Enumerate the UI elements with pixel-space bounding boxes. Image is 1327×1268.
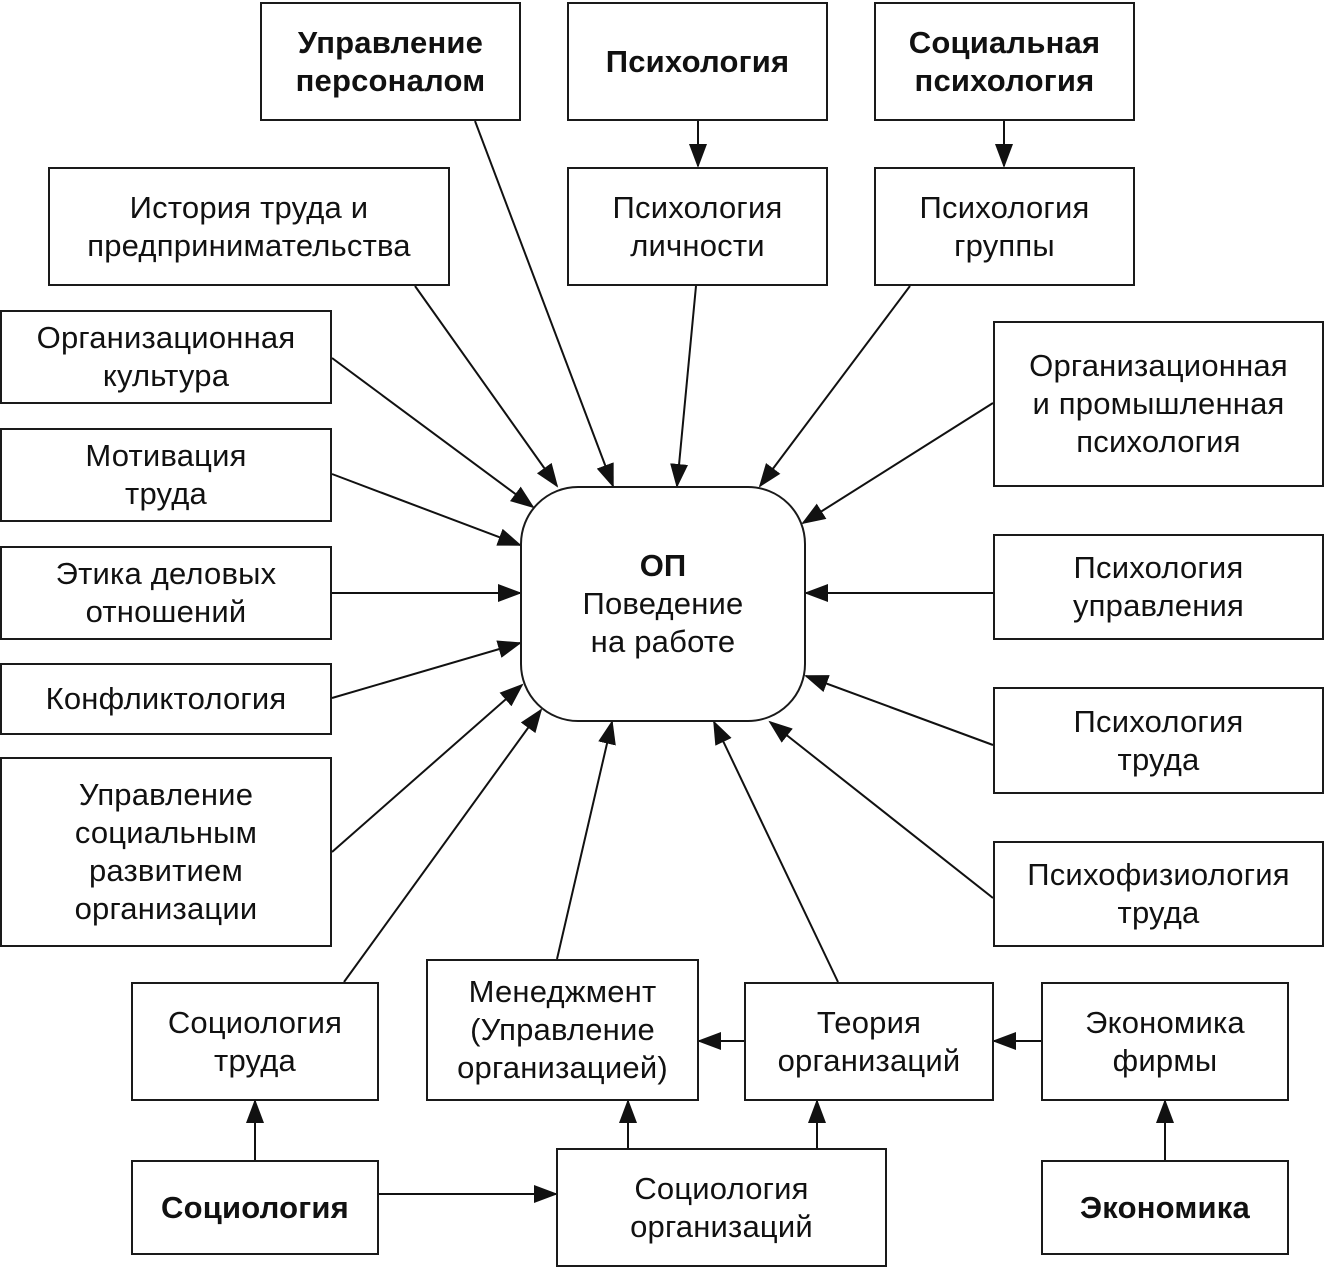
box-label: Социология [161,1189,349,1225]
box-psikhologiya-lichnosti: Психология личности [567,167,828,286]
center-abbr: ОП [639,548,687,583]
box-upravlenie-personalom: Управление персоналом [260,2,521,121]
arrow-istoriya-to-center [414,285,559,488]
arrow-menedzhment-to-center [556,720,616,960]
box-label: Управление персоналом [295,24,486,98]
box-teoriya-organizaciy: Теория организаций [744,982,994,1101]
box-label: Психофизиология труда [1027,857,1290,930]
box-sociologiya-organizaciy: Социология организаций [556,1148,887,1267]
arrow-konflikt-to-center [331,640,522,699]
box-label: Психология [605,43,790,79]
box-etika: Этика деловых отношений [0,546,332,640]
arrow-psikhtruda-to-center [804,675,994,746]
box-psikhologiya: Психология [567,2,828,121]
arrow-upravlenie-personalom-to-center [474,120,614,488]
arrow-psikhofiz-to-center [768,720,994,899]
box-upravlenie-soc-razvitiem: Управление социальным развитием организа… [0,757,332,947]
arrow-soctruda-to-center [343,708,543,983]
box-psikhologiya-gruppy: Психология группы [874,167,1135,286]
box-org-prom-psikhologiya: Организационная и промышленная психологи… [993,321,1324,487]
box-sociologiya-truda: Социология труда [131,982,379,1101]
box-psikhologiya-truda: Психология труда [993,687,1324,794]
box-org-kultura: Организационная культура [0,310,332,404]
box-motivaciya-truda: Мотивация труда [0,428,332,522]
arrow-teoriya-to-center [713,720,839,983]
box-label: Психология труда [1073,703,1244,777]
box-konfliktologiya: Конфликтология [0,663,332,735]
arrow-orgkultura-to-center [331,357,535,509]
box-label: Конфликтология [45,681,287,716]
box-ekonomika: Экономика [1041,1160,1289,1255]
box-label: Психология управления [1072,550,1245,623]
box-ekonomika-firmy: Экономика фирмы [1041,982,1289,1101]
box-psikhologiya-upravleniya: Психология управления [993,534,1324,640]
box-label: Социальная психология [908,24,1101,98]
box-socialnaya-psikhologiya: Социальная психология [874,2,1135,121]
box-label: Экономика [1080,1189,1250,1225]
arrow-lichnosti-to-center [670,285,697,488]
box-label: Экономика фирмы [1085,1004,1245,1078]
box-istoriya-truda: История труда и предпринимательства [48,167,450,286]
box-label: Этика деловых отношений [55,556,277,629]
box-label: Психология группы [919,189,1090,263]
box-label: Теория организаций [777,1004,961,1078]
box-label: Социология труда [167,1004,343,1078]
arrow-orgprom-to-center [801,402,994,525]
box-psikhofiziologiya-truda: Психофизиология труда [993,841,1324,947]
arrow-gruppy-to-center [758,285,911,488]
box-label: Организационная и промышленная психологи… [1029,348,1288,459]
box-sociologiya: Социология [131,1160,379,1255]
box-label: Социология организаций [630,1170,813,1244]
box-label: Организационная культура [36,320,296,393]
box-label: Психология личности [612,189,783,263]
arrow-socrazvitie-to-center [331,683,524,853]
box-label: Менеджмент (Управление организацией) [457,974,668,1085]
box-label: История труда и предпринимательства [87,189,411,263]
box-label: Управление социальным развитием организа… [74,777,258,926]
center-label: Поведение на работе [582,586,744,659]
box-label: Мотивация труда [85,438,247,511]
center-node-op: ОП Поведение на работе [520,486,806,722]
arrow-motivaciya-to-center [331,473,522,546]
box-menedzhment: Менеджмент (Управление организацией) [426,959,699,1101]
